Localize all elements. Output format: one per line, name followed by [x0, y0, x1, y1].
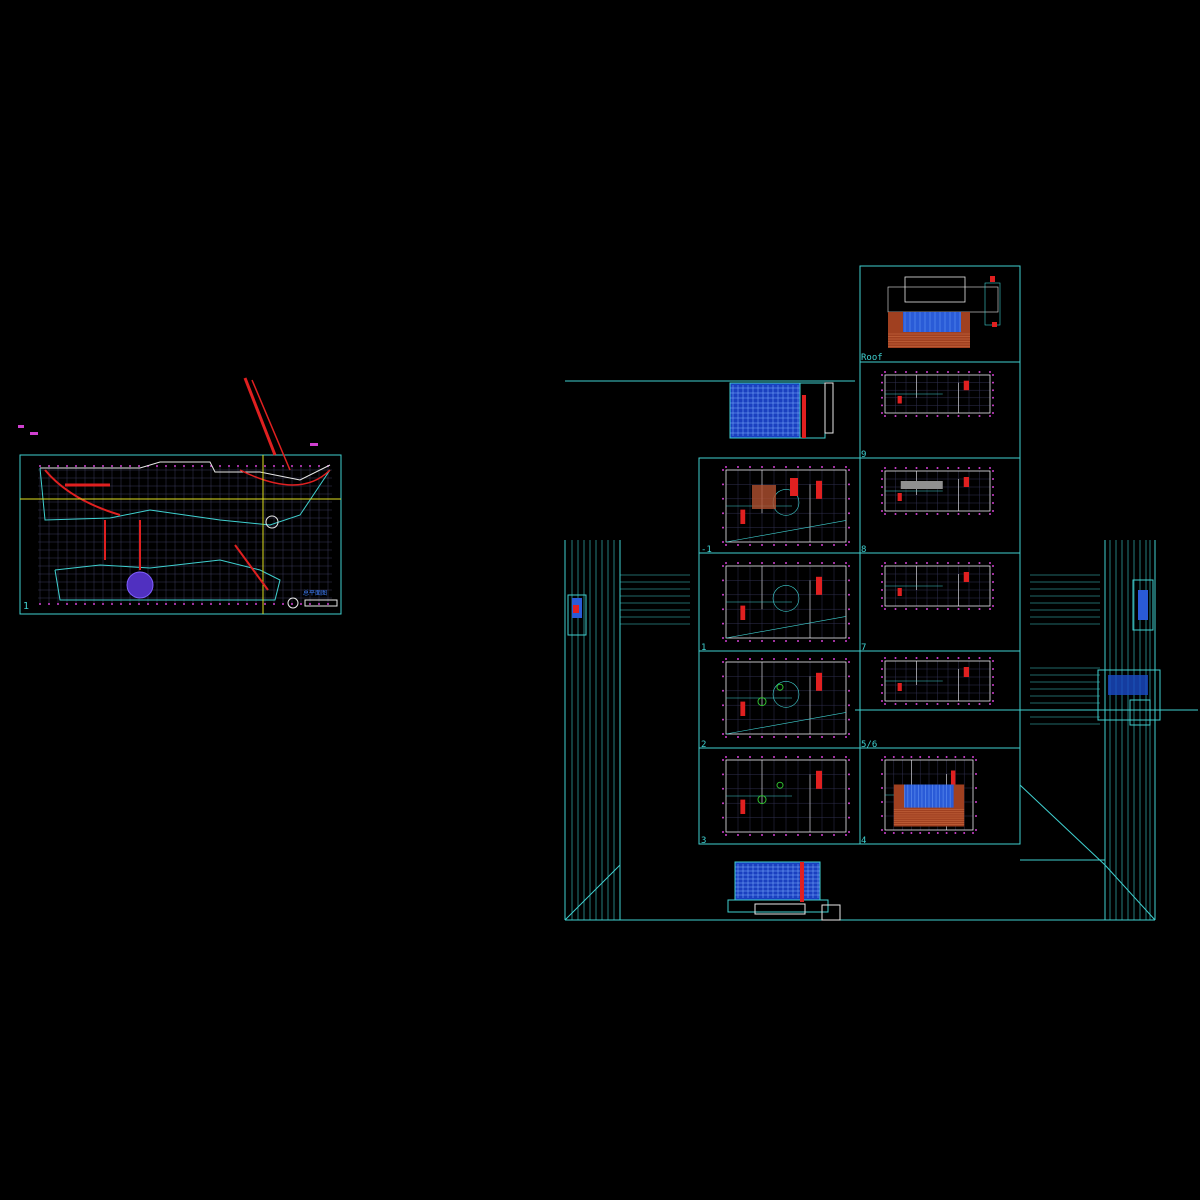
elevation-projection-lines	[564, 380, 1198, 921]
side-elevation-details	[567, 579, 1161, 726]
floor-plan-7	[881, 562, 994, 610]
floor-label-2: 2	[701, 740, 706, 750]
floor-plan-2	[722, 658, 850, 738]
floor-label-roof: Roof	[861, 353, 883, 363]
site-plan-sheet-number: 1	[23, 601, 29, 612]
floor-label-7: 7	[861, 643, 866, 653]
floor-plan-roof	[887, 276, 1001, 348]
floor-plan-1	[722, 562, 850, 642]
site-plan-outline	[20, 377, 341, 614]
floor-label-3: 3	[701, 836, 706, 846]
south-elevation	[727, 861, 841, 921]
floor-label-5-6: 5/6	[861, 740, 877, 750]
floor-labels: Roof 9 8 -1 7 1 5/6 2 3 4	[701, 353, 883, 846]
floor-label-4: 4	[861, 836, 866, 846]
site-plan-frame	[19, 454, 342, 615]
dimension-lines	[620, 574, 1100, 725]
floor-plans	[722, 276, 1001, 836]
site-plan-sheet: 1 总平面图	[18, 377, 342, 615]
site-plan-annotations	[18, 425, 318, 446]
floor-label-8: 8	[861, 545, 866, 555]
floor-plan-4	[881, 756, 977, 834]
site-plan-grid	[38, 465, 332, 605]
floor-plan-5-6	[881, 657, 994, 705]
floor-plan-9	[881, 371, 994, 417]
floor-label-9: 9	[861, 450, 866, 460]
floor-plan-frames	[698, 265, 1021, 845]
floor-plan-3	[722, 756, 850, 836]
site-plan-title: 总平面图	[303, 589, 327, 597]
floor-label-b1: -1	[701, 545, 712, 555]
north-elevation	[729, 382, 834, 439]
floor-plan-b1	[722, 466, 850, 546]
floor-plan-8	[881, 467, 994, 515]
floor-label-1: 1	[701, 643, 706, 653]
